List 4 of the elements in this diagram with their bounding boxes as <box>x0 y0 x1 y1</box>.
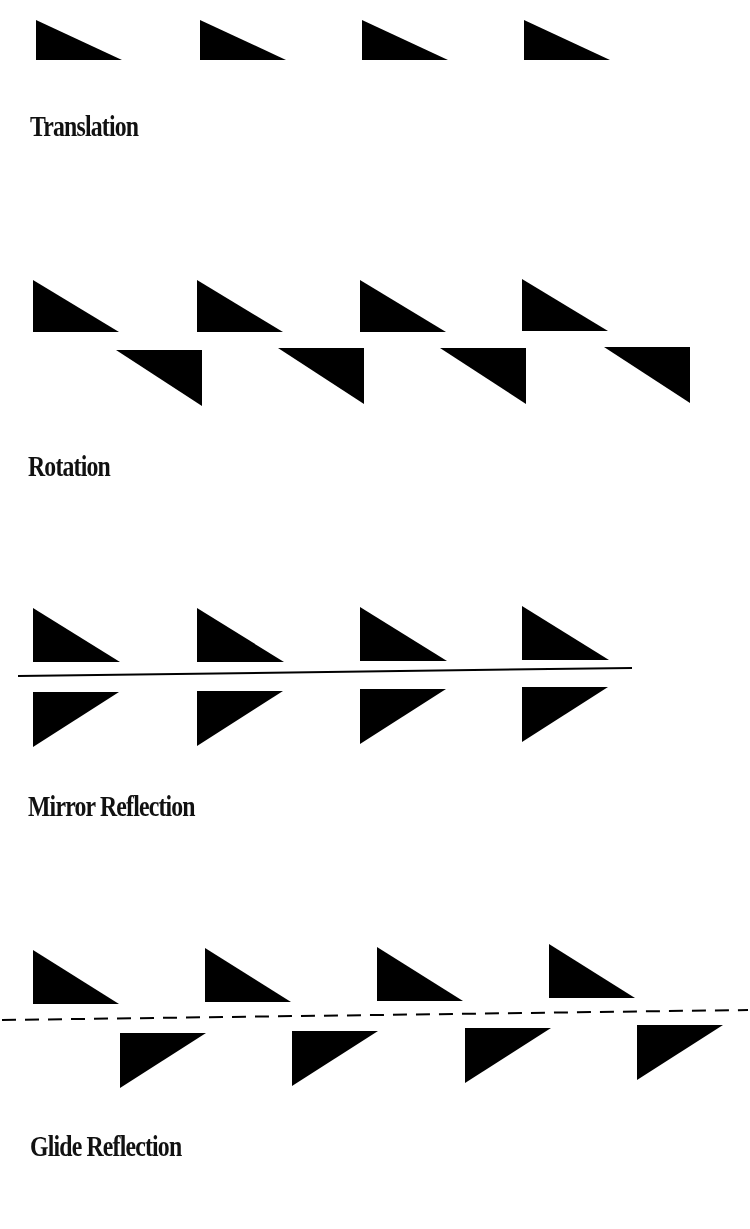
pattern-label: Mirror Reflection <box>28 792 195 821</box>
pattern-label: Rotation <box>28 452 110 481</box>
pattern-label: Glide Reflection <box>30 1132 182 1161</box>
pattern-label: Translation <box>30 112 139 141</box>
